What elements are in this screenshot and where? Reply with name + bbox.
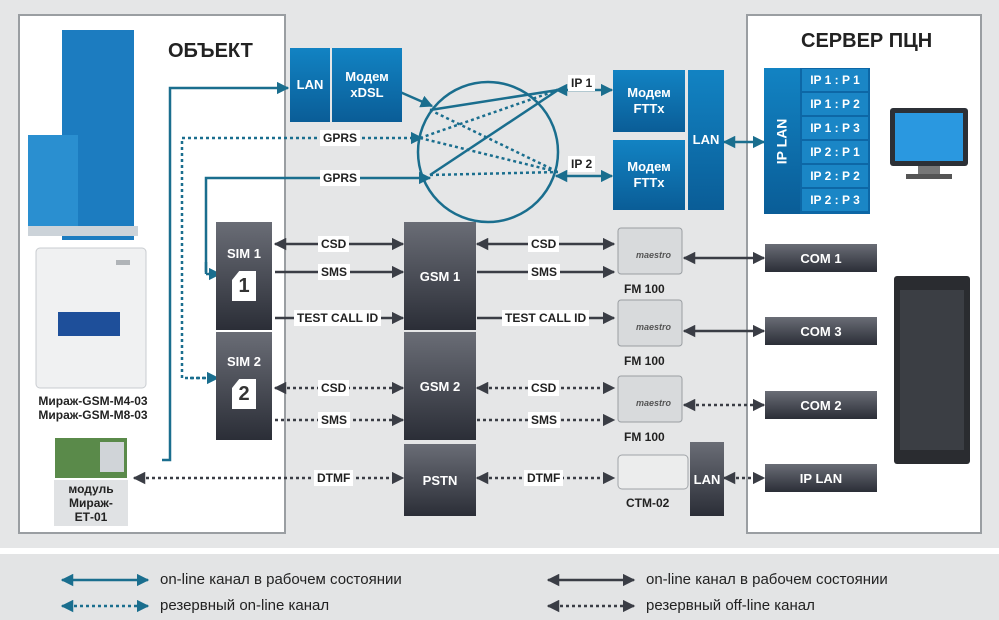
sim2-label: SIM 2: [227, 354, 261, 369]
module-caption-line1: модуль: [68, 482, 114, 496]
link-label-csd-1: CSD: [318, 236, 350, 252]
ip1-label: IP 1: [568, 75, 596, 91]
modem-xdsl-line1: Модем: [345, 69, 389, 85]
legend-item-4: резервный off-line канал: [646, 597, 815, 614]
server-ip-lan-label: IP LAN: [764, 68, 800, 214]
com2-block: COM 2: [765, 391, 877, 419]
link-label-csd-4: CSD: [528, 380, 560, 396]
ip-lan-block: IP LAN: [765, 464, 877, 492]
object-title: ОБЪЕКТ: [168, 40, 253, 62]
ip-cell-5: IP 2 : P 2: [802, 165, 868, 187]
link-label-dtmf-1: DTMF: [314, 470, 354, 486]
module-caption: модуль Мираж- ЕТ-01: [54, 480, 128, 526]
server-title: СЕРВЕР ПЦН: [801, 30, 933, 52]
ip-cell-2: IP 1 : P 2: [802, 93, 868, 115]
com1-block: COM 1: [765, 244, 877, 272]
fm100-1-brand: maestro: [636, 250, 672, 260]
lan-box: LAN: [290, 48, 330, 122]
ip-cell-6: IP 2 : P 3: [802, 189, 868, 211]
legend-item-1: on-line канал в рабочем состоянии: [160, 571, 402, 588]
fm100-2-caption: FM 100: [624, 354, 665, 368]
ip-cell-4: IP 2 : P 1: [802, 141, 868, 163]
link-label-dtmf-2: DTMF: [524, 470, 564, 486]
pstn-block: PSTN: [404, 444, 476, 516]
link-label-sms-3: SMS: [528, 264, 561, 280]
com3-block: COM 3: [765, 317, 877, 345]
modem-xdsl-line2: xDSL: [350, 85, 384, 100]
modem-fttx-1-line2: FTTx: [633, 101, 665, 116]
ctm-lan-box: LAN: [690, 442, 724, 516]
ctm02-caption: CTM-02: [626, 496, 670, 510]
legend-item-3: on-line канал в рабочем состоянии: [646, 571, 888, 588]
sim2-block: SIM 2 2: [216, 332, 272, 440]
server-rack-icon: [894, 276, 970, 464]
ctm02-device-icon: [617, 454, 689, 490]
fm100-1-caption: FM 100: [624, 282, 665, 296]
link-label-csd-3: CSD: [528, 236, 560, 252]
modem-xdsl-box: Модем xDSL: [332, 48, 402, 122]
server-ip-lan-text: IP LAN: [773, 118, 790, 164]
gprs-label-2: GPRS: [320, 170, 361, 186]
module-caption-line3: ЕТ-01: [74, 510, 108, 524]
fm100-3-brand: maestro: [636, 398, 672, 408]
module-et01-icon: [55, 438, 127, 478]
link-label-test-call-1: TEST CALL ID: [294, 310, 382, 326]
ip-cell-3: IP 1 : P 3: [802, 117, 868, 139]
sim1-block: SIM 1 1: [216, 222, 272, 330]
fm100-modem-icon: [617, 227, 683, 423]
legend-background: [0, 554, 999, 620]
modem-fttx-2-box: Модем FTTx: [613, 140, 685, 210]
fttx-lan-box: LAN: [688, 70, 724, 210]
link-label-csd-2: CSD: [318, 380, 350, 396]
link-label-sms-1: SMS: [318, 264, 351, 280]
panel-caption-line1: Мираж-GSM-M4-03: [38, 394, 148, 408]
modem-fttx-2-line2: FTTx: [633, 175, 665, 190]
link-label-sms-4: SMS: [528, 412, 561, 428]
panel-caption: Мираж-GSM-M4-03 Мираж-GSM-M8-03: [28, 394, 158, 422]
fm100-2-brand: maestro: [636, 322, 672, 332]
ip2-label: IP 2: [568, 156, 596, 172]
modem-fttx-1-line1: Модем: [627, 85, 671, 101]
sim1-label: SIM 1: [227, 246, 261, 261]
ip-cell-1: IP 1 : P 1: [802, 69, 868, 91]
panel-caption-line2: Мираж-GSM-M8-03: [38, 408, 148, 422]
sim2-card-icon: 2: [232, 379, 256, 409]
building-icon: [28, 30, 138, 240]
link-label-test-call-2: TEST CALL ID: [502, 310, 590, 326]
sim1-card-icon: 1: [232, 271, 256, 301]
module-caption-line2: Мираж-: [69, 496, 113, 510]
gsm2-block: GSM 2: [404, 332, 476, 440]
fm100-3-caption: FM 100: [624, 430, 665, 444]
gsm1-block: GSM 1: [404, 222, 476, 330]
modem-fttx-1-box: Модем FTTx: [613, 70, 685, 132]
monitor-icon: [890, 108, 968, 179]
gprs-label-1: GPRS: [320, 130, 361, 146]
link-label-sms-2: SMS: [318, 412, 351, 428]
modem-fttx-2-line1: Модем: [627, 159, 671, 175]
network-cloud: [416, 80, 560, 224]
control-panel-device-icon: [35, 247, 147, 389]
legend-item-2: резервный on-line канал: [160, 597, 330, 614]
